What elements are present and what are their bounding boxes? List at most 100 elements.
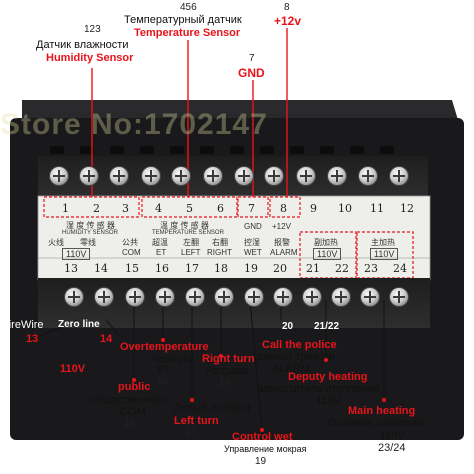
screw [79,166,99,186]
right-en-label: Right turn [202,353,255,365]
screw [331,287,351,307]
public-en-text: COM [122,248,141,257]
public-ru-label: общественного [90,394,168,406]
main-v-text: 110V [370,248,399,260]
terminal-number: 20 [273,262,287,275]
humidity-cn-text: 湿 度 传 感 器 [66,221,115,230]
terminal-number: 9 [310,202,317,215]
terminal-number: 6 [217,202,224,215]
screw [302,287,322,307]
terminal-number: 19 [244,262,258,275]
wet-ru-label: Управление мокрая [224,444,307,454]
wet-cn-text: 控湿 [244,238,260,247]
terminal-number: 12 [400,202,414,215]
alarm-cn-text: 报警 [274,238,290,247]
terminal-number: 1 [62,202,69,215]
main-number: 23/24 [378,442,406,454]
screw [109,166,129,186]
wet-en-text: WET [244,248,262,257]
deputy-v-text: 110V [313,248,342,260]
zero-line-label: Zero line [58,319,100,330]
screw [49,166,69,186]
overtemp-number: 16 [157,376,169,387]
terminal-number: 7 [248,202,255,215]
firewire-label: FireWire [2,319,44,331]
terminal-number: 2 [93,202,100,215]
terminal-number: 4 [155,202,162,215]
deputy-number: 21/22 [314,321,340,332]
alarm-en-text: ALARM [270,248,298,257]
screw [64,287,84,307]
temp-ru-label: Температурный датчик [124,14,242,26]
terminal-number: 17 [185,262,199,275]
overtemp-en-label: Overtemperature [120,341,209,353]
screw [389,166,409,186]
terminal-number: 15 [125,262,139,275]
humidity-sub-text: HUMIDITY SENSOR [62,230,118,236]
temp-number: 456 [180,2,197,13]
alarm-code-label: ALARM [272,363,310,375]
terminal-number: 5 [186,202,193,215]
terminal-number: 18 [214,262,228,275]
wet-number: 19 [255,456,267,467]
wet-en-label: Control wet [232,431,293,443]
screw [296,166,316,186]
public-number: 15 [124,418,136,429]
right-ru-label: направо [206,365,249,377]
left-cn-text: 左翻 [183,238,199,247]
v110-label: 110V [60,363,86,375]
humidity-en-label: Humidity Sensor [46,52,134,64]
deputy-cn-text: 副加热 [314,238,338,247]
deputy-en-label: Deputy heating [288,371,368,383]
terminal-number: 14 [94,262,108,275]
left-en-text: LEFT [181,248,201,257]
bottom-leader-lines [29,299,385,431]
terminal-number: 23 [364,262,378,275]
terminal-number: 21 [306,262,320,275]
gnd-panel-text: GND [244,222,262,231]
top-holes [50,146,394,154]
terminal-number: 8 [280,202,287,215]
v110-panel-text: 110V [62,248,91,260]
temp-sub-text: TEMPERATURE SENSOR [152,230,224,236]
terminal-number: 22 [335,262,349,275]
terminal-number: 24 [393,262,407,275]
main-cn-text: 主加热 [371,238,395,247]
screw [155,287,175,307]
terminal-number: 16 [155,262,169,275]
v12-group-box [269,196,301,218]
public-en-label: public [118,381,151,393]
fire-cn-text: 火线 [48,238,64,247]
screw [203,166,223,186]
screw [360,287,380,307]
alarm-en-label: Call the police [262,339,337,351]
terminal-number: 11 [370,202,384,215]
humidity-ru-label: Датчик влажности [36,39,129,51]
public-code-label: COM [120,406,146,418]
label-panel [37,195,431,281]
left-ru-label: Левый поворот [174,402,252,414]
screw [234,166,254,186]
overtemp-code-label: ET [157,365,170,376]
public-cn-text: 公共 [122,238,138,247]
deputy-v-label: 110V [316,395,341,407]
main-v-label: 110V [380,430,405,442]
screw [389,287,409,307]
left-number: 17 [186,427,198,438]
v12-panel-text: +12V [272,222,291,231]
terminal-number: 10 [338,202,352,215]
v12-number: 8 [284,2,290,13]
right-cn-text: 右翻 [212,238,228,247]
n14-label: 14 [100,333,113,345]
temp-group-box [141,196,238,218]
overheat-en-text: ET [156,248,167,257]
screw [327,166,347,186]
screw [185,287,205,307]
screw [244,287,264,307]
overtemp-ru-label: перегрев [152,354,195,365]
alarm-number: 20 [282,321,294,332]
screw [141,166,161,186]
screw [273,287,293,307]
